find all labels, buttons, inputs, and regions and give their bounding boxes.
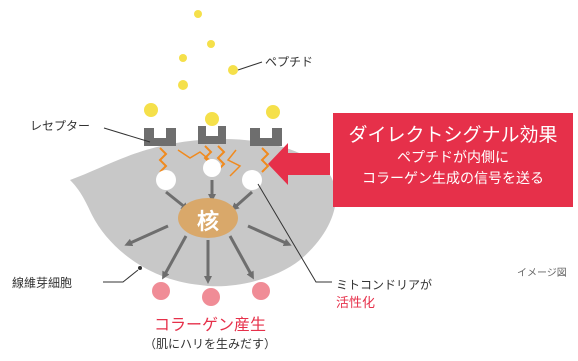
signal-arrow: [231, 190, 253, 211]
signal-zigzag: [260, 147, 270, 173]
direct-signal-banner: ダイレクトシグナル効果 ペプチドが内側に コラーゲン生成の信号を送る: [333, 113, 573, 207]
leader-line-fibroblast: [103, 269, 139, 283]
signal-zigzag: [226, 149, 242, 177]
peptide-dot: [266, 105, 280, 119]
mitochondria-label-line1: ミトコンドリアが: [336, 278, 433, 292]
signal-zigzag: [177, 149, 213, 163]
production-arrow: [162, 235, 188, 280]
peptide-dot: [194, 10, 202, 18]
mitochondria: [203, 159, 221, 177]
nucleus: [178, 198, 238, 238]
nucleus-label: 核: [196, 210, 219, 235]
collagen-dot: [252, 282, 270, 300]
peptide-dot: [205, 112, 219, 126]
fibroblast-label: 線維芽細胞: [12, 276, 73, 290]
peptide-dot: [207, 40, 215, 48]
peptide-dot: [144, 103, 158, 117]
receptor: [198, 126, 226, 144]
collagen-dot: [152, 282, 170, 300]
leader-line-receptor: [103, 127, 151, 143]
signal-zigzag: [158, 147, 168, 173]
banner-line2: コラーゲン生成の信号を送る: [362, 171, 544, 187]
banner-line1: ペプチドが内側に: [397, 150, 509, 166]
mitochondria: [156, 170, 176, 190]
leader-dot-fibroblast: [138, 266, 142, 270]
peptide-dot: [179, 54, 187, 62]
banner-title: ダイレクトシグナル効果: [348, 124, 558, 146]
mitochondria-label-line2: 活性化: [336, 296, 376, 311]
receptor-label: レセプター: [30, 119, 91, 133]
production-arrow: [228, 235, 254, 280]
collagen-dot: [202, 288, 220, 306]
peptide-label: ペプチド: [265, 55, 314, 69]
receptor: [250, 128, 282, 146]
collagen-production-subtitle: （肌にハリを生みだす）: [143, 337, 276, 351]
production-arrow: [124, 224, 169, 247]
peptide-dot: [178, 80, 188, 90]
signal-arrow: [165, 190, 190, 211]
leader-line-mitochondria: [257, 183, 332, 283]
production-arrow: [247, 224, 292, 247]
mitochondria: [242, 170, 262, 190]
leader-line-peptide: [237, 61, 263, 71]
peptide-dot: [228, 65, 238, 75]
receptor: [144, 128, 176, 146]
red-arrow: [268, 143, 330, 185]
signal-zigzag: [216, 145, 226, 171]
collagen-production-title: コラーゲン産生: [153, 315, 266, 334]
image-note: イメージ図: [517, 268, 567, 279]
